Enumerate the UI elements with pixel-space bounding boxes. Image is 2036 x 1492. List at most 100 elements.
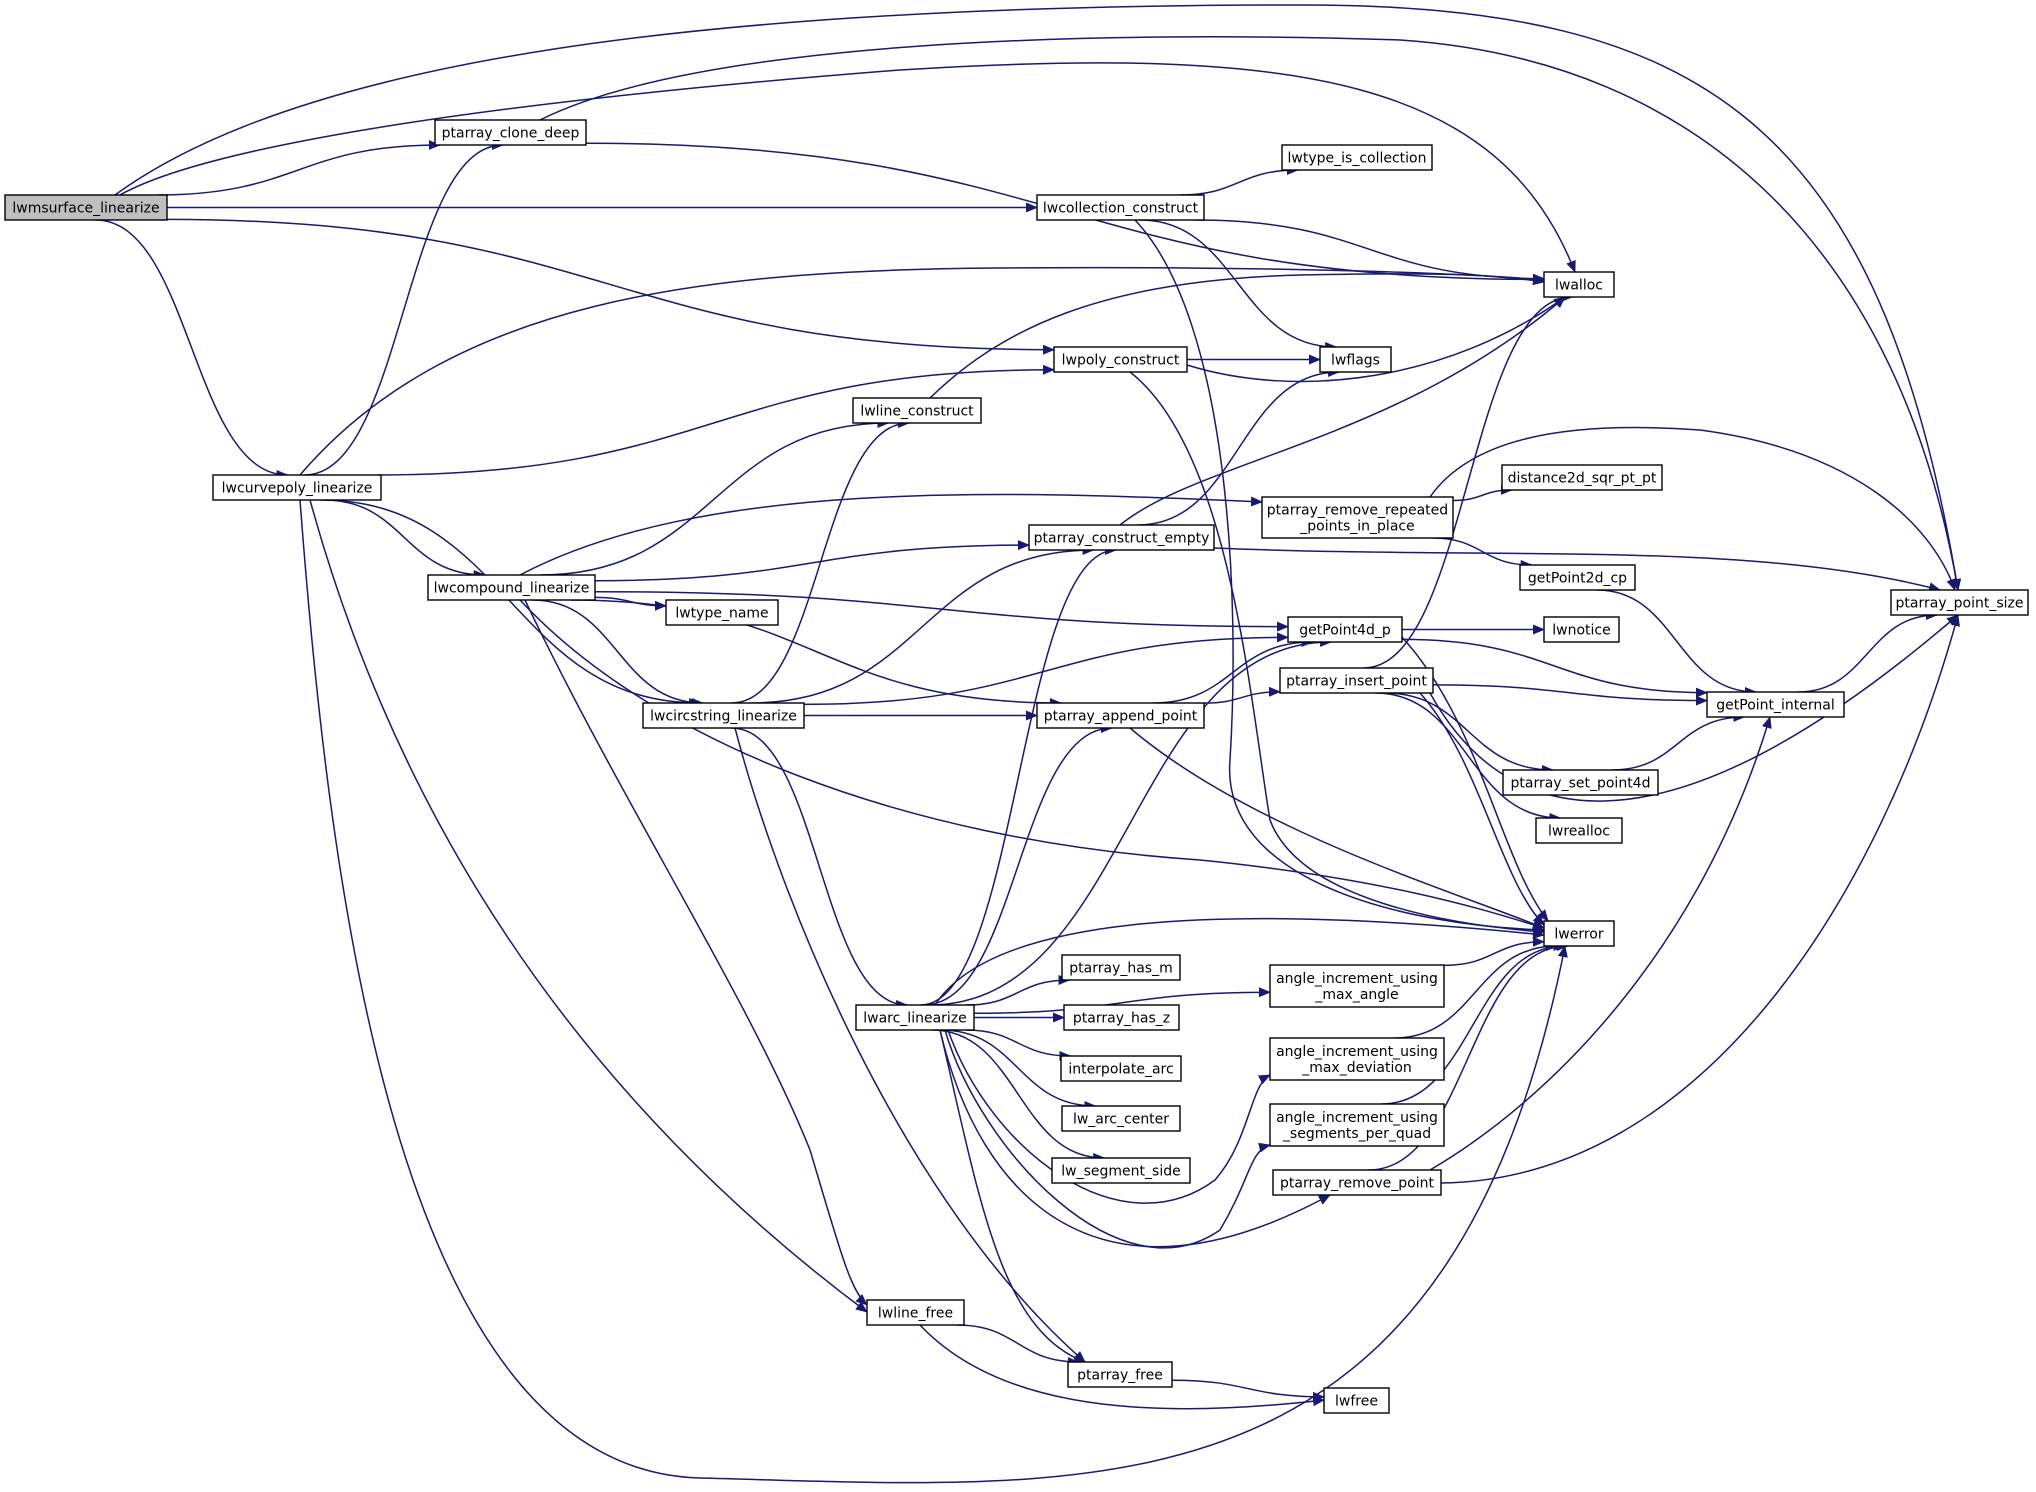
edge-lwcurvepoly_linearize-to-lwcompound_linearize (323, 499, 486, 580)
edge-ptarray_insert_point-to-lwrealloc (1374, 692, 1562, 823)
edge-ptarray_set_point4d-to-getPoint_internal (1611, 712, 1746, 771)
node-box (1319, 346, 1392, 373)
node-label: lwarc_linearize (863, 1011, 967, 1027)
node-ptarray-has-m[interactable]: ptarray_has_m (1061, 954, 1181, 981)
node-label: lwalloc (1555, 278, 1603, 294)
edge-lwarc_linearize-to-getPoint4d_p (928, 637, 1333, 1006)
node-label: angle_increment_using (1276, 1044, 1438, 1060)
node-ptarray-append-point[interactable]: ptarray_append_point (1036, 702, 1205, 729)
node-lwline-construct[interactable]: lwline_construct (852, 397, 982, 424)
node-box (642, 702, 805, 729)
node-box (212, 474, 382, 501)
edge-lwarc_linearize-to-ptarray_construct_empty (920, 545, 1118, 1006)
node-box (1287, 616, 1403, 643)
node-label: lwrealloc (1548, 824, 1610, 840)
node-box (1028, 524, 1215, 551)
node-ptarray-clone-deep[interactable]: ptarray_clone_deep (434, 119, 587, 146)
node-lwcircstring-linearize[interactable]: lwcircstring_linearize (642, 702, 805, 729)
node-interpolate-arc[interactable]: interpolate_arc (1060, 1055, 1182, 1082)
edge-lwmsurface_linearize-to-ptarray_point_size (114, 4, 1962, 591)
node-label: lwline_free (878, 1306, 953, 1322)
node-box (1706, 691, 1845, 718)
node-box (1535, 817, 1623, 844)
edge-lwarc_linearize-to-angle_increment_using_max_deviation (947, 1029, 1271, 1204)
edge-lwcompound_linearize-to-lwerror (519, 599, 1545, 930)
node-label: ptarray_has_z (1073, 1011, 1170, 1027)
node-angle-increment-using-max-angle[interactable]: angle_increment_using_max_angle (1269, 964, 1445, 1008)
edge-ptarray_remove_repeated_points_in_place-to-ptarray_point_size (1429, 426, 1957, 591)
node-lwline-free[interactable]: lwline_free (866, 1299, 965, 1326)
edge-lwpoly_construct-to-lwerror (1129, 371, 1545, 937)
node-lwarc-linearize[interactable]: lwarc_linearize (855, 1004, 975, 1031)
node-label: lw_arc_center (1073, 1112, 1169, 1128)
edge-ptarray_construct_empty-to-lwflags (1137, 367, 1341, 526)
edge-lwarc_linearize-to-angle_increment_using_max_angle (973, 987, 1271, 1015)
node-label: ptarray_construct_empty (1034, 531, 1210, 547)
node-lwrealloc[interactable]: lwrealloc (1535, 817, 1623, 844)
node-ptarray-set-point4d[interactable]: ptarray_set_point4d (1502, 769, 1659, 796)
node-lwnotice[interactable]: lwnotice (1543, 616, 1620, 643)
node-lwcurvepoly-linearize[interactable]: lwcurvepoly_linearize (212, 474, 382, 501)
node-label: lw_segment_side (1061, 1164, 1180, 1180)
edge-angle_increment_using_segments_per_quad-to-lwerror (1381, 941, 1566, 1105)
node-label: lwtype_name (675, 606, 768, 622)
node-lwtype-is-collection[interactable]: lwtype_is_collection (1281, 144, 1433, 171)
node-lwfree[interactable]: lwfree (1323, 1387, 1390, 1414)
node-box (1890, 589, 2029, 616)
node-ptarray-remove-point[interactable]: ptarray_remove_point (1272, 1169, 1442, 1196)
node-box (1261, 496, 1454, 539)
node-label: lwcircstring_linearize (650, 709, 797, 725)
edge-lwarc_linearize-to-ptarray_free (939, 1029, 1086, 1363)
node-lwalloc[interactable]: lwalloc (1543, 271, 1615, 298)
node-ptarray-construct-empty[interactable]: ptarray_construct_empty (1028, 524, 1215, 551)
node-ptarray-has-z[interactable]: ptarray_has_z (1063, 1004, 1180, 1031)
edge-lwcollection_construct-to-lwerror (1134, 219, 1545, 935)
edge-lwcurvepoly_linearize-to-lwline_free (309, 499, 868, 1313)
node-label: lwtype_is_collection (1288, 151, 1427, 167)
node-box (665, 599, 779, 626)
node-box (852, 397, 982, 424)
edge-lwcollection_construct-to-lwflags (1139, 219, 1338, 352)
edge-ptarray_construct_empty-to-ptarray_point_size (1213, 547, 1941, 593)
node-label: ptarray_remove_repeated (1267, 503, 1448, 519)
node-getPoint-internal[interactable]: getPoint_internal (1706, 691, 1845, 718)
node-lw-arc-center[interactable]: lw_arc_center (1061, 1105, 1181, 1132)
node-distance2d-sqr-pt-pt[interactable]: distance2d_sqr_pt_pt (1501, 464, 1663, 491)
node-getPoint2d-cp[interactable]: getPoint2d_cp (1519, 564, 1636, 591)
node-box (1060, 1055, 1182, 1082)
node-label: lwfree (1335, 1394, 1378, 1410)
node-box (1323, 1387, 1390, 1414)
edge-lwcircstring_linearize-to-lwline_construct (731, 418, 911, 704)
node-ptarray-insert-point[interactable]: ptarray_insert_point (1279, 667, 1434, 694)
edge-getPoint2d_cp-to-getPoint_internal (1596, 589, 1757, 697)
node-box (1067, 1361, 1173, 1388)
node-lwtype-name[interactable]: lwtype_name (665, 599, 779, 626)
node-ptarray-free[interactable]: ptarray_free (1067, 1361, 1173, 1388)
edge-lwpoly_construct-to-lwalloc (1186, 296, 1566, 383)
edge-lwmsurface_linearize-to-ptarray_clone_deep (156, 140, 441, 196)
edge-lwcompound_linearize-to-ptarray_remove_repeated_points_in_place (519, 493, 1263, 576)
nodes-layer: lwmsurface_linearize ptarray_clone_deeplw… (4, 119, 2029, 1414)
node-label: lwflags (1331, 353, 1380, 369)
node-lwerror[interactable]: lwerror (1543, 920, 1615, 947)
node-lw-segment-side[interactable]: lw_segment_side (1051, 1157, 1191, 1184)
node-box (1279, 667, 1434, 694)
node-lwpoly-construct[interactable]: lwpoly_construct (1053, 346, 1188, 373)
node-ptarray-remove-repeated-points-in-place[interactable]: ptarray_remove_repeated_points_in_place (1261, 496, 1454, 539)
node-lwcollection-construct[interactable]: lwcollection_construct (1036, 194, 1205, 221)
node-ptarray-point-size[interactable]: ptarray_point_size (1890, 589, 2029, 616)
node-box (1272, 1169, 1442, 1196)
node-angle-increment-using-max-deviation[interactable]: angle_increment_using_max_deviation (1269, 1037, 1445, 1081)
node-lwflags[interactable]: lwflags (1319, 346, 1392, 373)
node-lwcompound-linearize[interactable]: lwcompound_linearize (427, 574, 596, 601)
edge-angle_increment_using_max_deviation-to-lwerror (1394, 941, 1558, 1039)
node-label: lwnotice (1552, 623, 1610, 639)
node-label: ptarray_free (1077, 1368, 1163, 1384)
edge-lwcircstring_linearize-to-ptarray_free (734, 727, 1086, 1363)
edge-ptarray_append_point-to-ptarray_insert_point (1203, 686, 1281, 704)
edge-lwcurvepoly_linearize-to-lwcircstring_linearize (320, 499, 702, 708)
node-getPoint4d-p[interactable]: getPoint4d_p (1287, 616, 1403, 643)
node-angle-increment-using-segments-per-quad[interactable]: angle_increment_using_segments_per_quad (1269, 1103, 1445, 1147)
node-label: ptarray_point_size (1896, 596, 2024, 612)
node-lwmsurface-linearize[interactable]: lwmsurface_linearize (4, 194, 168, 221)
